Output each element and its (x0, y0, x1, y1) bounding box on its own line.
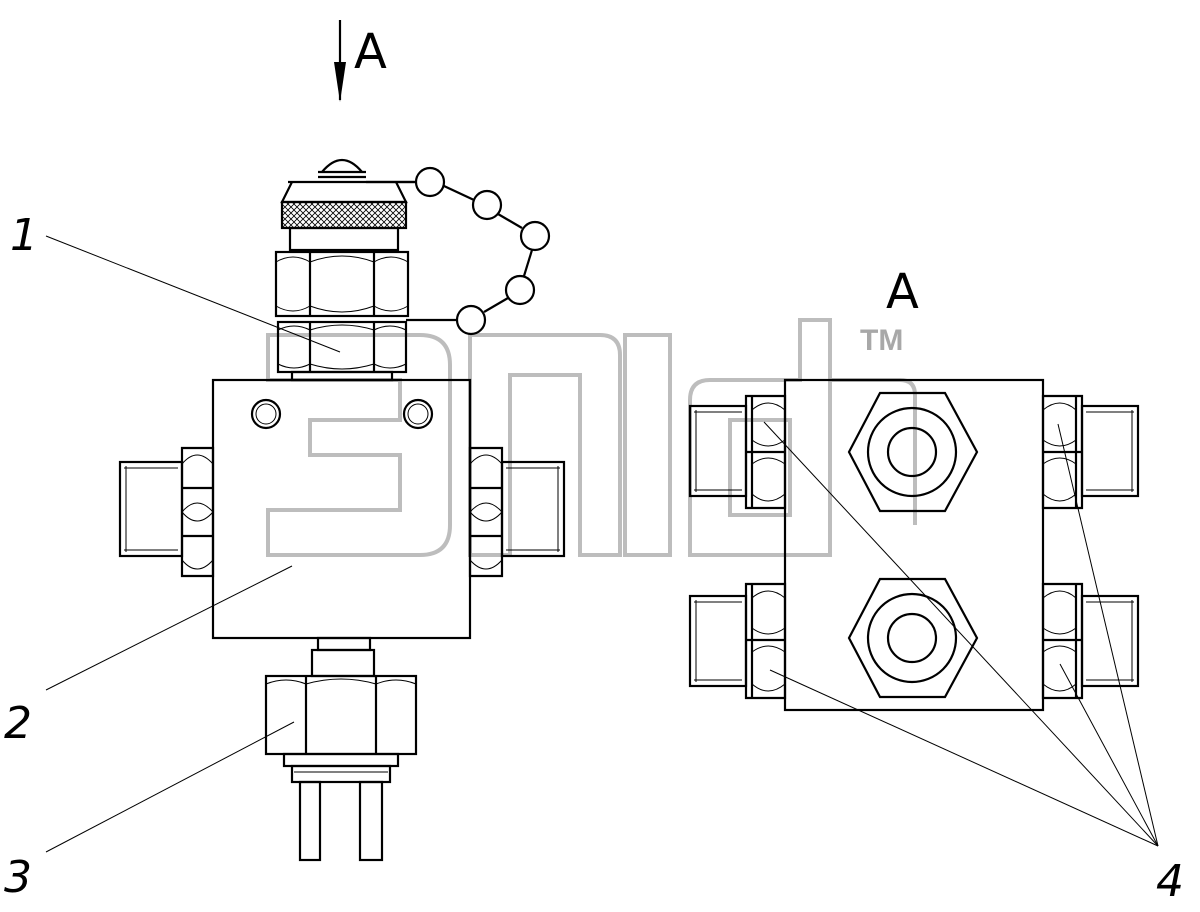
left-side-fitting (118, 446, 215, 578)
top-port (847, 391, 979, 513)
right-side-fitting (468, 446, 566, 578)
body-hole-left (250, 398, 282, 430)
chain (366, 166, 551, 336)
view-a-title: A (886, 264, 919, 320)
right-fitting-bottom (1041, 582, 1140, 700)
watermark-logo: TM (266, 318, 917, 557)
right-fitting-top (1041, 394, 1140, 510)
watermark-trademark: TM (860, 324, 903, 357)
leader-lines (45, 235, 1159, 853)
bottom-sensor (264, 636, 418, 862)
main-view (118, 158, 566, 862)
left-fitting-top (688, 394, 787, 510)
left-fitting-bottom (688, 582, 787, 700)
view-arrow-label: A (354, 24, 387, 80)
cap-dome (321, 158, 363, 173)
callout-1: 1 (10, 210, 38, 261)
view-arrow: A (334, 20, 387, 102)
bottom-port (847, 577, 979, 699)
upper-hex-nut (274, 250, 410, 318)
view-a: A (688, 264, 1140, 712)
knurled-cap (280, 181, 408, 204)
body-hole-right (402, 398, 434, 430)
lower-hex-nut (276, 320, 408, 374)
callout-4: 4 (1156, 856, 1184, 907)
callout-3: 3 (4, 852, 32, 903)
view-a-body (783, 378, 1045, 712)
callout-2: 2 (4, 698, 32, 749)
